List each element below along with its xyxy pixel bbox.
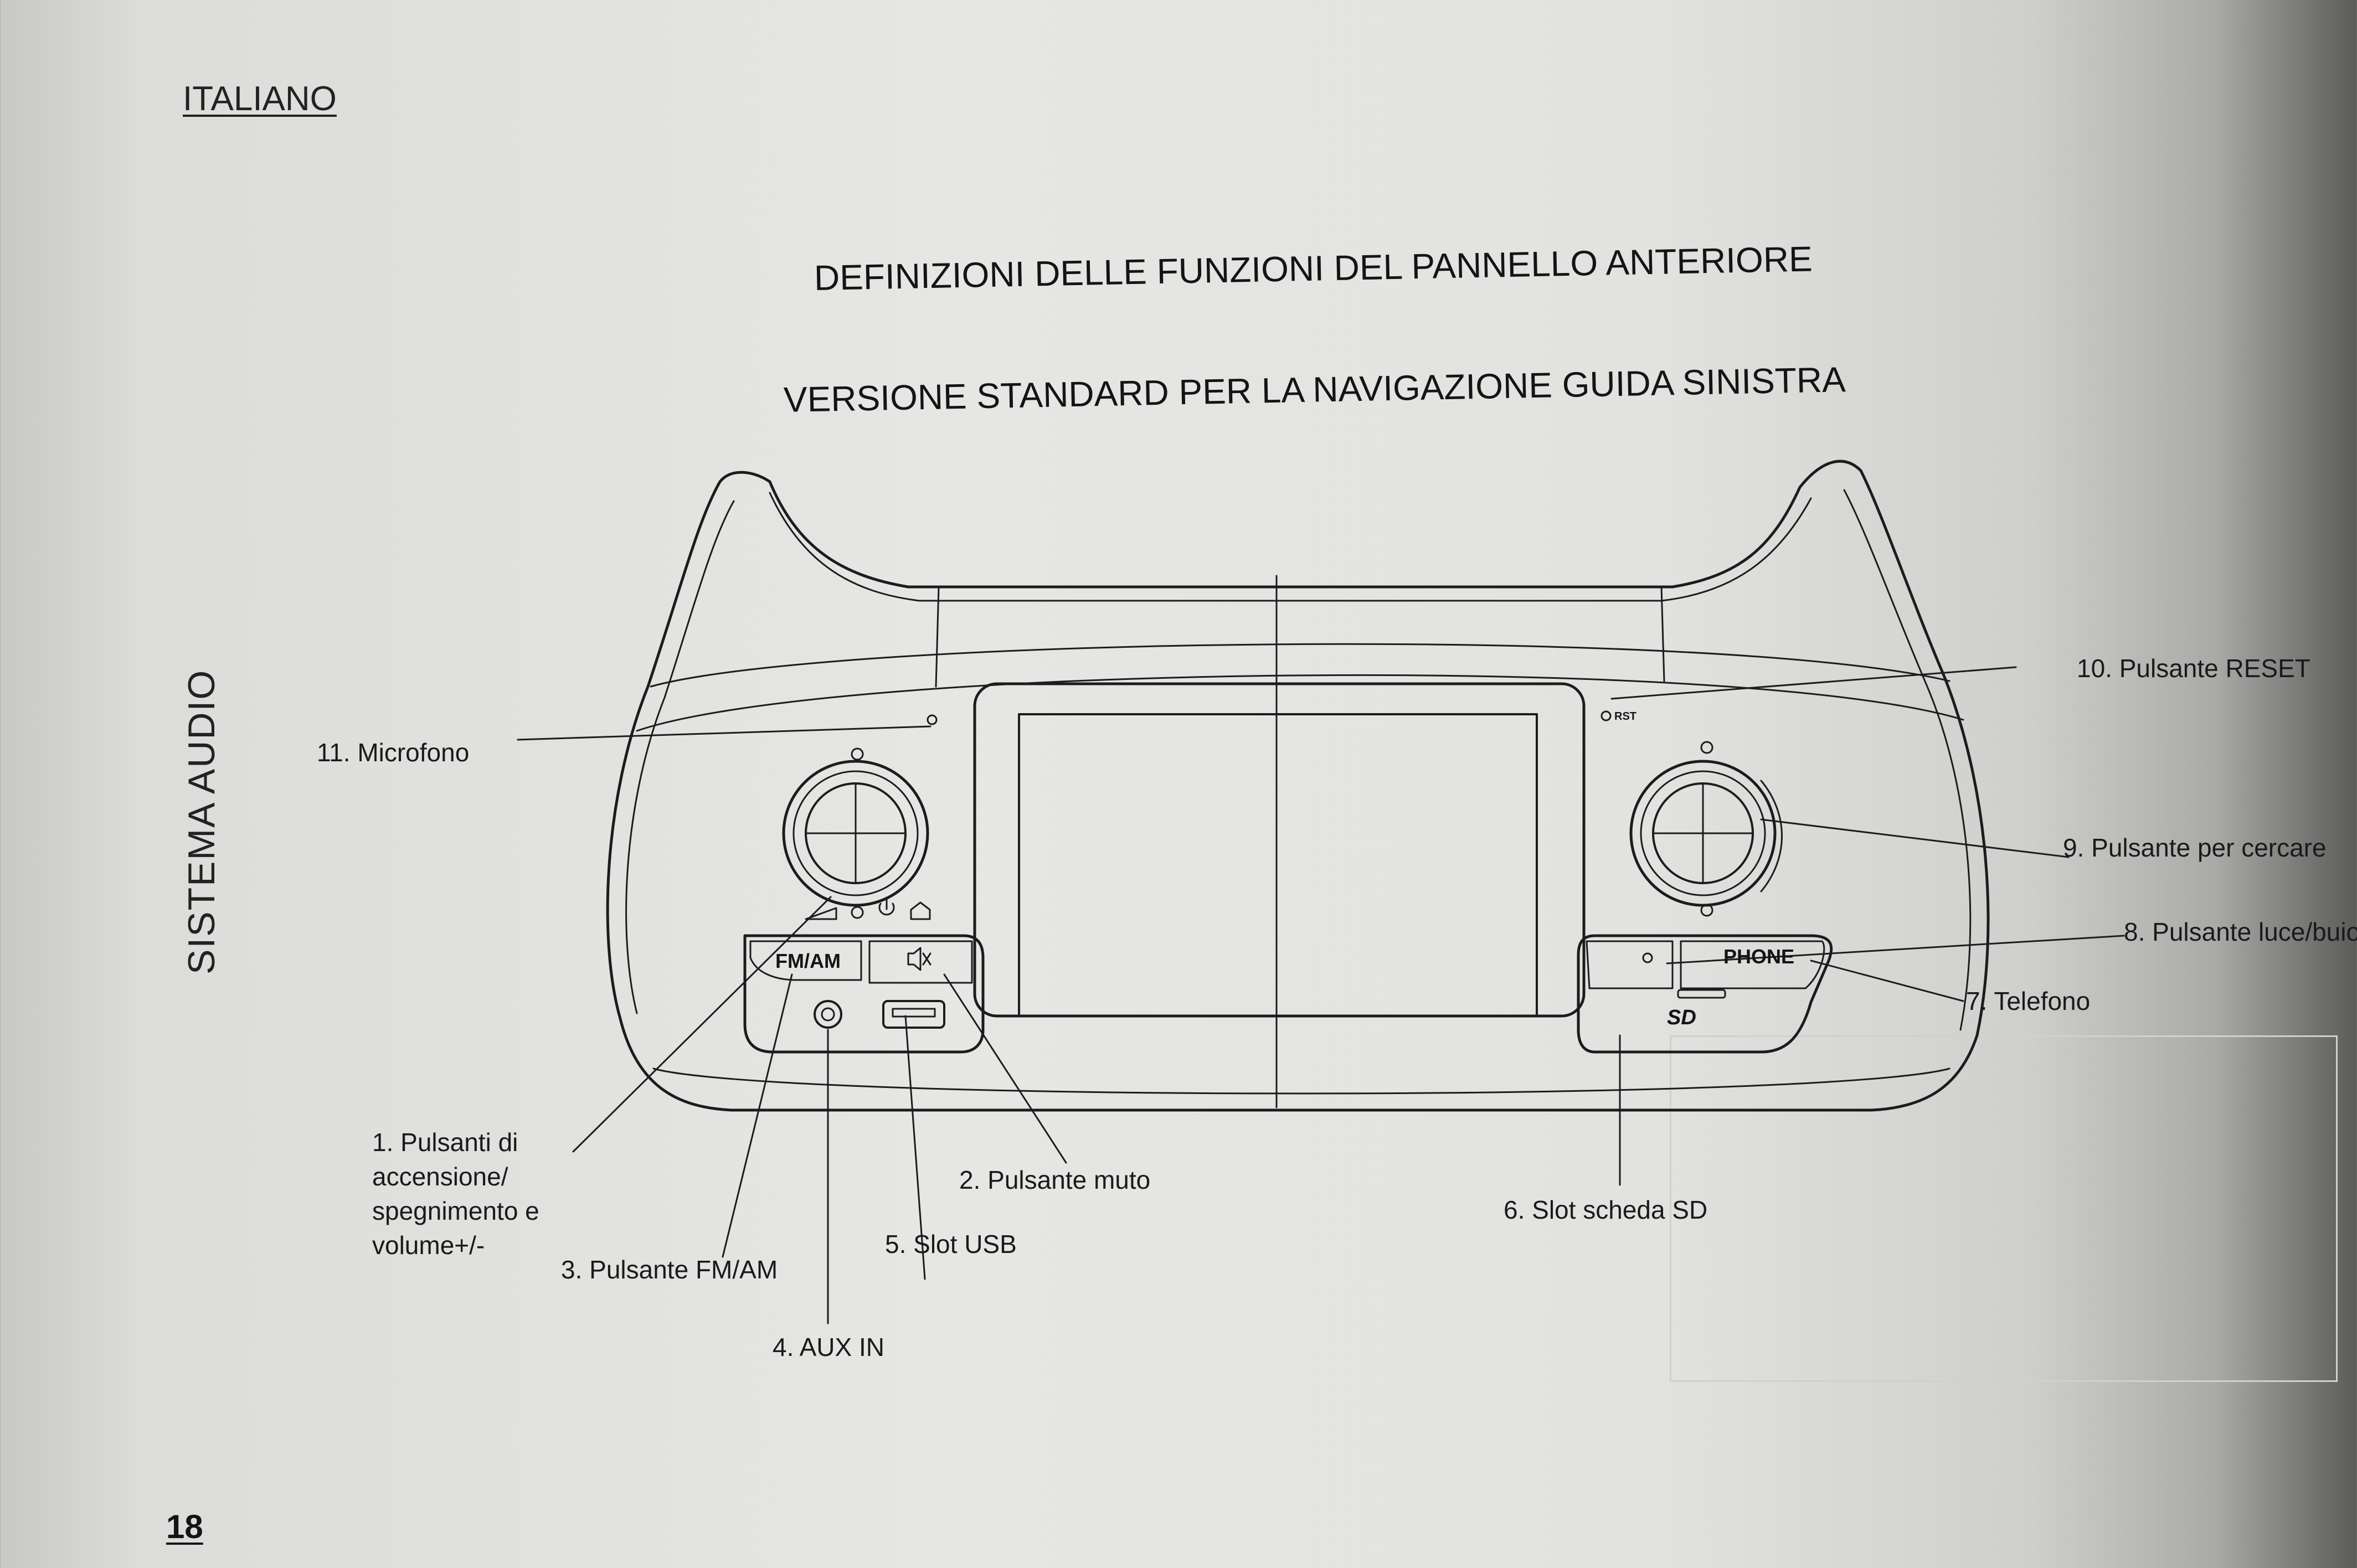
callout-6-sd-slot: 6. Slot scheda SD	[1504, 1195, 1708, 1224]
power-volume-knob	[782, 747, 929, 919]
reset-hole	[1601, 710, 1612, 721]
phone-button-shape	[1680, 940, 1825, 989]
light-dark-button	[1586, 940, 1674, 989]
sd-card-slot	[1677, 989, 1726, 999]
phone-label: PHONE	[1723, 945, 1794, 968]
housing-inner-rim	[625, 489, 1972, 1031]
callout-5-usb: 5. Slot USB	[885, 1230, 1017, 1258]
housing-bottom-lip	[652, 1067, 1951, 1095]
leader-lines	[517, 666, 2125, 1324]
housing-outline	[606, 460, 1990, 1112]
callout-1-power-volume: 1. Pulsanti di accensione/ spegnimento e…	[372, 1128, 539, 1260]
callout-10-reset: 10. Pulsante RESET	[2077, 654, 2310, 683]
light-dark-icon	[1642, 952, 1653, 963]
callout-2-mute: 2. Pulsante muto	[959, 1165, 1151, 1194]
top-curve-2	[636, 674, 1964, 732]
power-icon	[878, 898, 895, 916]
screen	[1018, 713, 1538, 1017]
aux-in-jack	[814, 1000, 842, 1029]
reset-mark: RST	[1614, 710, 1636, 723]
right-button-cluster	[1577, 934, 1833, 1054]
top-curve-3	[769, 492, 1812, 602]
usb-slot	[882, 1000, 945, 1029]
section-label: SISTEMA AUDIO	[181, 669, 223, 974]
language-header: ITALIANO	[183, 80, 337, 118]
microphone-icon	[927, 714, 938, 725]
page-number: 18	[166, 1508, 203, 1545]
callout-8-light-dark: 8. Pulsante luce/buio	[2124, 917, 2357, 946]
volume-wedge-icon	[805, 907, 837, 920]
bleed-through-frame	[1670, 1035, 2338, 1382]
mute-icon	[907, 947, 932, 971]
search-knob	[1629, 741, 1783, 917]
callout-9-search: 9. Pulsante per cercare	[2063, 833, 2327, 862]
screen-bezel	[973, 682, 1586, 1018]
callout-4-aux-in: 4. AUX IN	[773, 1333, 884, 1361]
callout-7-phone: 7. Telefono	[1966, 987, 2091, 1015]
top-curve-1	[650, 643, 1951, 688]
callout-11-microphone: 11. Microfono	[317, 738, 470, 767]
mute-button	[868, 940, 973, 984]
fm-am-label: FM/AM	[775, 950, 841, 972]
callout-3-fm-am: 3. Pulsante FM/AM	[561, 1255, 778, 1284]
left-button-cluster	[743, 934, 985, 1054]
fm-am-button	[749, 940, 862, 981]
home-icon	[910, 901, 931, 920]
sd-logo: SD	[1667, 1006, 1696, 1029]
